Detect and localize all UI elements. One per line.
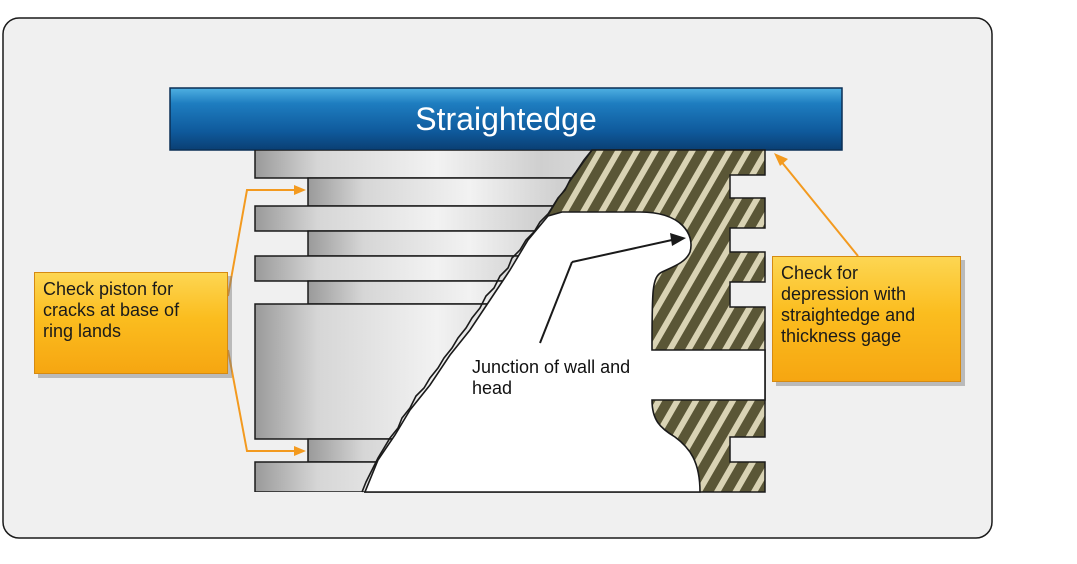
break-line [361, 149, 593, 493]
junction-leader [539, 261, 573, 344]
piston-interior [363, 211, 766, 493]
callout-right-line-3: straightedge and [781, 305, 916, 325]
left-arrowhead-bottom [294, 446, 306, 456]
left-arrowhead-top [294, 185, 306, 195]
junction-label-line-2: head [472, 378, 513, 398]
left-leader-bottom [227, 349, 300, 452]
junction-leader-2 [571, 239, 673, 263]
straightedge-bar [169, 87, 843, 151]
callout-right-line-4: thickness gage [781, 326, 902, 346]
callout-left-line-2: cracks at base of [43, 300, 180, 320]
piston-exterior [254, 150, 592, 492]
junction-label: Junction of wall and head [472, 357, 630, 399]
left-leader-top [227, 189, 300, 297]
callout-left-line-1: Check piston for [43, 279, 174, 299]
callout-check-piston-cracks: Check piston for cracks at base of ring … [34, 272, 228, 374]
straightedge-label: Straightedge [415, 101, 597, 137]
junction-label-line-1: Junction of wall and [472, 357, 631, 377]
callout-right-line-2: depression with [781, 284, 907, 304]
right-arrowhead [774, 153, 788, 166]
junction-arrowhead [670, 233, 686, 246]
callout-right-line-1: Check for [781, 263, 859, 283]
right-leader [779, 159, 859, 257]
callout-check-depression: Check for depression with straightedge a… [772, 256, 961, 382]
callout-left-line-3: ring lands [43, 321, 122, 341]
